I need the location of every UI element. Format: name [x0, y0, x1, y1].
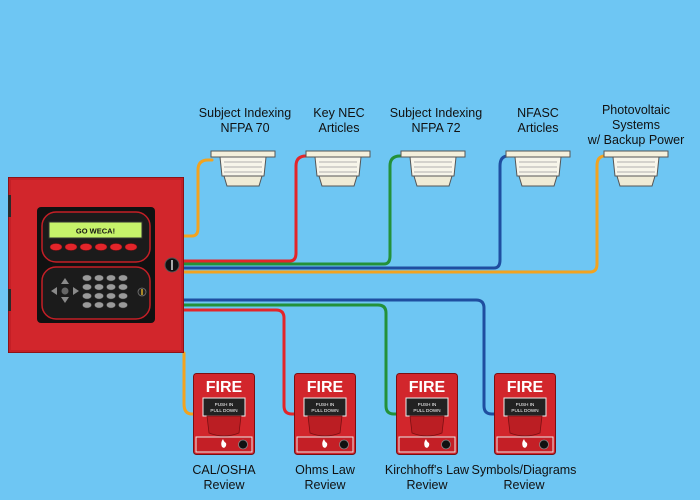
- lcd-display-text: GO WECA!: [76, 227, 115, 236]
- flame-icon: [424, 439, 430, 448]
- svg-text:PUSH IN: PUSH IN: [516, 402, 535, 407]
- function-button-3[interactable]: [79, 243, 93, 251]
- pull-station-3[interactable]: FIRE PUSH IN PULL DOWN: [396, 373, 458, 455]
- wire-pull-4: [182, 298, 498, 416]
- hinge-top: [8, 195, 11, 217]
- function-button-4[interactable]: [94, 243, 108, 251]
- reset-key-icon: [539, 439, 549, 450]
- hinge-bottom: [8, 289, 11, 311]
- svg-text:PUSH IN: PUSH IN: [215, 402, 234, 407]
- wire-detector-1: [182, 158, 214, 238]
- pull-station-2[interactable]: FIRE PUSH IN PULL DOWN: [294, 373, 356, 455]
- svg-text:PULL DOWN: PULL DOWN: [311, 408, 338, 413]
- smoke-detector-icon: [210, 150, 276, 187]
- reset-key-icon: [238, 439, 248, 450]
- flame-icon: [221, 439, 227, 448]
- smoke-detector-icon: [305, 150, 371, 187]
- smoke-detector-icon: [400, 150, 466, 187]
- pull-station-fire-text: FIRE: [307, 379, 344, 396]
- lcd-display: [48, 221, 143, 239]
- wire-detector-5: [182, 154, 607, 274]
- svg-text:PULL DOWN: PULL DOWN: [413, 408, 440, 413]
- pull-station-fire-text: FIRE: [206, 379, 243, 396]
- numeric-keypad[interactable]: [82, 274, 128, 309]
- function-button-2[interactable]: [64, 243, 78, 251]
- wire-detector-2: [182, 154, 308, 263]
- svg-text:PUSH IN: PUSH IN: [418, 402, 437, 407]
- smoke-detector-icon: [603, 150, 669, 187]
- flame-icon: [322, 439, 328, 448]
- function-button-5[interactable]: [109, 243, 123, 251]
- pull-station-fire-text: FIRE: [507, 379, 544, 396]
- smoke-detector-icon: [505, 150, 571, 187]
- wire-pull-2: [182, 308, 298, 416]
- wire-pull-1: [182, 351, 200, 416]
- function-button-6[interactable]: [124, 243, 138, 251]
- pull-station-4[interactable]: FIRE PUSH IN PULL DOWN: [494, 373, 556, 455]
- navigation-pad[interactable]: [51, 278, 79, 303]
- reset-key-icon: [339, 439, 349, 450]
- svg-text:PUSH IN: PUSH IN: [316, 402, 335, 407]
- function-button-1[interactable]: [49, 243, 63, 251]
- flame-icon: [522, 439, 528, 448]
- wire-detector-3: [182, 154, 402, 266]
- pull-station-1[interactable]: FIRE PUSH IN PULL DOWN: [193, 373, 255, 455]
- pull-station-fire-text: FIRE: [409, 379, 446, 396]
- wire-detector-4: [182, 154, 510, 270]
- fire-alarm-control-panel: GO WECA!: [8, 177, 184, 353]
- svg-text:PULL DOWN: PULL DOWN: [511, 408, 538, 413]
- wire-pull-3: [182, 303, 400, 416]
- svg-text:PULL DOWN: PULL DOWN: [210, 408, 237, 413]
- reset-key-icon: [441, 439, 451, 450]
